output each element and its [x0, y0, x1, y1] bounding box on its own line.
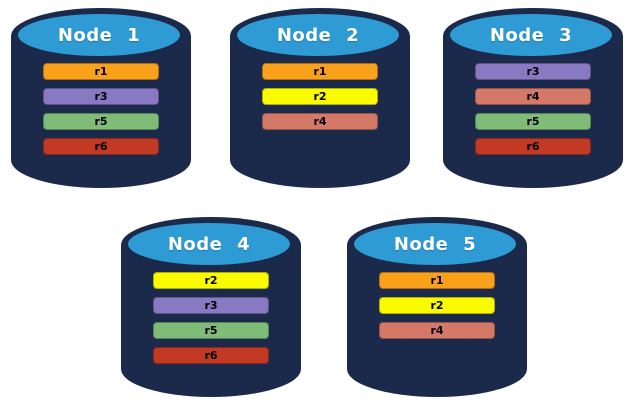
- node-title: Node 3: [489, 24, 573, 46]
- replica-bar-r3: r3: [475, 63, 591, 80]
- node-title: Node 5: [393, 233, 477, 255]
- node-title: Node 4: [167, 233, 251, 255]
- replica-bar-r3: r3: [43, 88, 159, 105]
- cylinder-top-ellipse: Node 4: [126, 221, 292, 267]
- node-cylinder-2: Node 2 r1 r2 r4: [230, 8, 410, 188]
- replica-bar-r5: r5: [475, 113, 591, 130]
- cylinder-bottom: [230, 132, 410, 188]
- replica-bar-r6: r6: [43, 138, 159, 155]
- replica-bar-r6: r6: [153, 347, 269, 364]
- replica-bar-r4: r4: [475, 88, 591, 105]
- replica-bar-r1: r1: [379, 272, 495, 289]
- node-cylinder-1: Node 1 r1 r3 r5 r6: [11, 8, 191, 188]
- cylinder-top-ellipse: Node 1: [16, 12, 182, 58]
- node-title: Node 1: [57, 24, 141, 46]
- replica-bar-r6: r6: [475, 138, 591, 155]
- cylinder-top-ellipse: Node 2: [235, 12, 401, 58]
- replica-bar-r1: r1: [43, 63, 159, 80]
- replica-list: r1 r2 r4: [262, 63, 378, 138]
- node-cylinder-5: Node 5 r1 r2 r4: [347, 217, 527, 397]
- replica-bar-r5: r5: [153, 322, 269, 339]
- node-cylinder-3: Node 3 r3 r4 r5 r6: [443, 8, 623, 188]
- node-cylinder-4: Node 4 r2 r3 r5 r6: [121, 217, 301, 397]
- cylinder-top-ellipse: Node 5: [352, 221, 518, 267]
- replica-list: r1 r3 r5 r6: [43, 63, 159, 163]
- replica-bar-r3: r3: [153, 297, 269, 314]
- cylinder-bottom: [347, 341, 527, 397]
- cylinder-top-ellipse: Node 3: [448, 12, 614, 58]
- replica-bar-r5: r5: [43, 113, 159, 130]
- replica-bar-r4: r4: [379, 322, 495, 339]
- replica-list: r2 r3 r5 r6: [153, 272, 269, 372]
- replica-bar-r2: r2: [262, 88, 378, 105]
- node-title: Node 2: [276, 24, 360, 46]
- replica-bar-r2: r2: [379, 297, 495, 314]
- replica-bar-r1: r1: [262, 63, 378, 80]
- replica-bar-r2: r2: [153, 272, 269, 289]
- replica-list: r3 r4 r5 r6: [475, 63, 591, 163]
- replica-list: r1 r2 r4: [379, 272, 495, 347]
- replica-bar-r4: r4: [262, 113, 378, 130]
